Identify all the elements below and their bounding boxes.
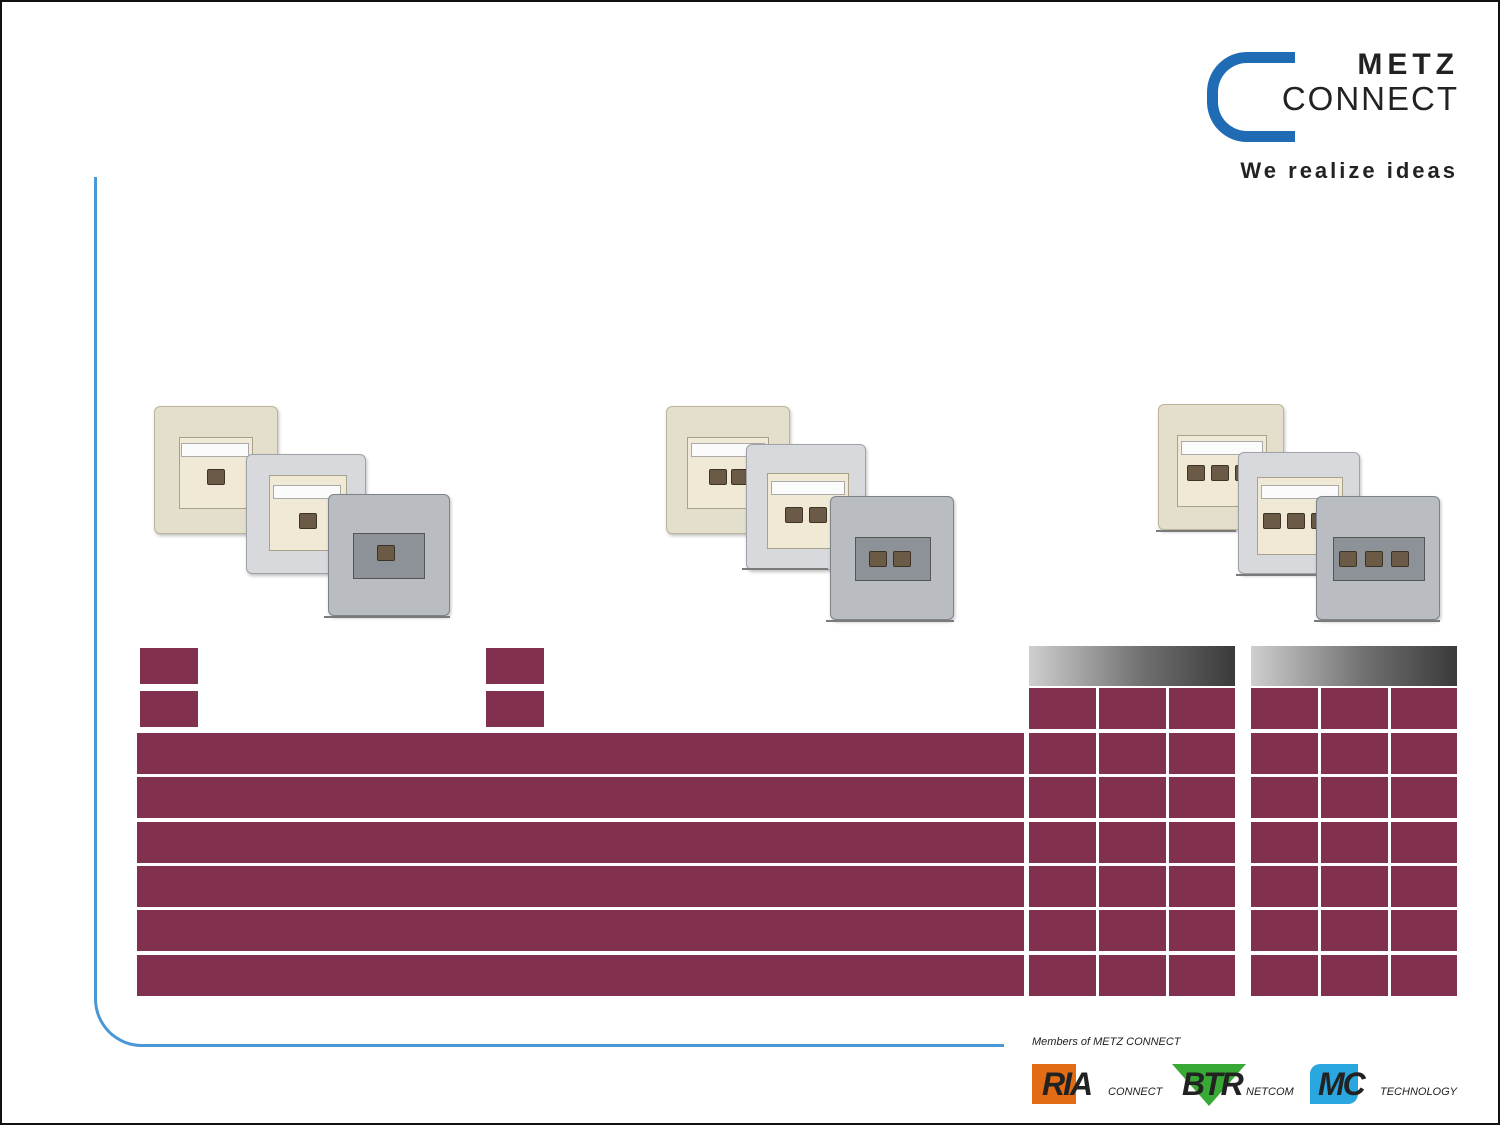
table-cell [1169,865,1235,907]
mc-technology-logo: MC TECHNOLOGY [1310,1064,1460,1106]
mc-badge: MC [1318,1066,1366,1102]
table-row [137,821,1024,863]
table-cell [1029,865,1096,907]
table-cell [1029,954,1096,996]
table-cell [1169,777,1235,819]
table-cell [1099,954,1166,996]
table-cell [1391,821,1457,863]
header-box-2 [140,691,198,727]
table-cell [1251,954,1318,996]
table-cell [1391,777,1457,819]
table-cell [1029,733,1096,774]
table-cell [1029,777,1096,819]
table-cell [1029,910,1096,952]
table-cell [1169,733,1235,774]
header-box-4 [486,691,544,727]
table-cell [1099,910,1166,952]
table-cell [1391,865,1457,907]
ria-badge: RIA [1042,1066,1093,1102]
table-cell [1251,777,1318,819]
table-cell [1169,821,1235,863]
table-cell [1321,733,1388,774]
col-header-3 [1169,688,1235,729]
table-row [137,777,1024,819]
ria-logo-icon [1032,1064,1076,1104]
btr-logo-icon [1172,1064,1246,1106]
logo-connect-text: CONNECT [1281,80,1459,117]
btr-suffix: NETCOM [1246,1086,1294,1098]
table-row [137,954,1024,996]
table-cell [1169,954,1235,996]
metz-connect-logo: METZ CONNECT [1207,48,1467,148]
table-cell [1321,910,1388,952]
ria-connect-logo: RIA CONNECT [1032,1064,1172,1106]
col-header-5 [1321,688,1388,729]
mounting-plate [1316,496,1440,620]
group-header-1 [1029,646,1235,686]
tagline: We realize ideas [1240,158,1458,183]
col-header-4 [1251,688,1318,729]
table-cell [1251,910,1318,952]
table-cell [1321,821,1388,863]
table-cell [1391,954,1457,996]
members-label: Members of METZ CONNECT [1032,1036,1181,1048]
mounting-plate [328,494,450,616]
table-cell [1099,821,1166,863]
table-cell [1099,733,1166,774]
product-image-3-port [1156,400,1456,625]
table-cell [1251,733,1318,774]
logo-metz-text: METZ [1357,48,1459,81]
header-box-1 [140,648,198,684]
mc-suffix: TECHNOLOGY [1380,1086,1458,1098]
table-cell [1321,865,1388,907]
product-image-1-port [152,402,452,627]
col-header-1 [1029,688,1096,729]
btr-netcom-logo: BTR NETCOM [1172,1062,1302,1108]
table-cell [1391,910,1457,952]
table-cell [1099,865,1166,907]
table-cell [1251,821,1318,863]
table-cell [1169,910,1235,952]
table-cell [1391,733,1457,774]
header-box-3 [486,648,544,684]
mounting-plate [830,496,954,620]
table-cell [1321,954,1388,996]
ria-suffix: CONNECT [1108,1086,1163,1098]
table-cell [1099,777,1166,819]
frame-line [94,177,1004,1047]
col-header-2 [1099,688,1166,729]
btr-badge: BTR [1182,1066,1244,1102]
table-row [137,865,1024,907]
group-header-2 [1251,646,1457,686]
table-cell [1251,865,1318,907]
table-row [137,733,1024,774]
mc-logo-icon [1310,1064,1358,1104]
col-header-6 [1391,688,1457,729]
table-cell [1029,821,1096,863]
table-row [137,910,1024,952]
product-image-2-port [664,402,964,627]
table-cell [1321,777,1388,819]
logo-c-icon [1207,52,1295,142]
